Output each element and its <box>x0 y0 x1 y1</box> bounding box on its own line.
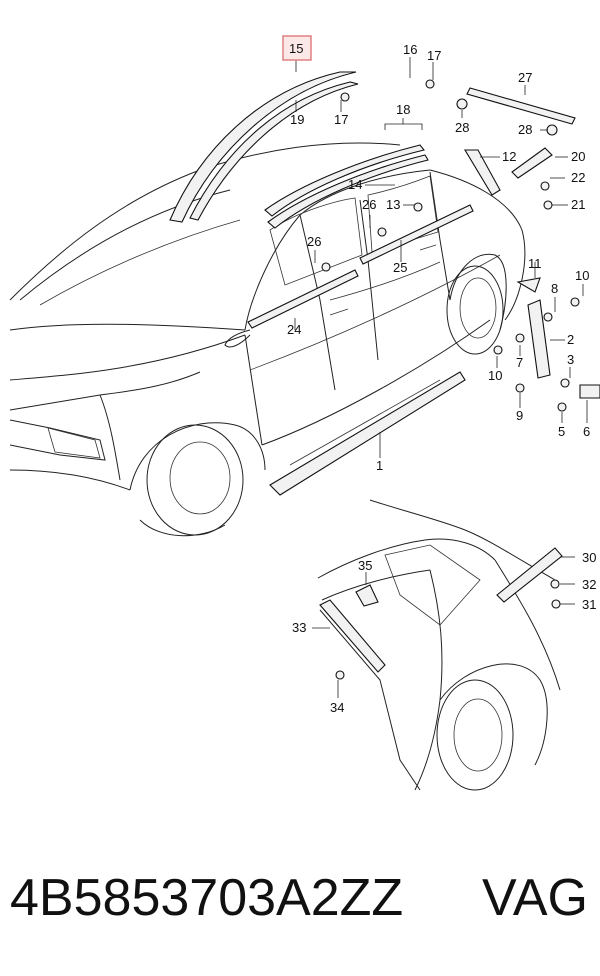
callout-21: 21 <box>571 197 585 212</box>
callout-27: 27 <box>518 70 532 85</box>
car-body-front <box>9 142 526 537</box>
callout-24: 24 <box>287 322 301 337</box>
callout-17-mid: 17 <box>334 112 348 127</box>
callout-22: 22 <box>571 170 585 185</box>
callout-11: 11 <box>528 256 542 271</box>
callout-20: 20 <box>571 149 585 164</box>
b-pillar-trim-2 <box>516 277 551 379</box>
callout-13: 13 <box>386 197 400 212</box>
callout-2: 2 <box>567 332 574 347</box>
roof-trim-15 <box>169 71 359 223</box>
callout-7: 7 <box>516 355 523 370</box>
callout-34: 34 <box>330 700 344 715</box>
trim-12 <box>464 149 501 196</box>
fasteners-upper <box>321 79 580 412</box>
callout-1: 1 <box>376 458 383 473</box>
callout-12: 12 <box>502 149 516 164</box>
callout-32: 32 <box>582 577 596 592</box>
sill-trim-1 <box>269 371 466 496</box>
callout-10-right: 10 <box>575 268 589 283</box>
highlight-box-15 <box>282 35 312 61</box>
callout-18: 18 <box>396 102 410 117</box>
callout-9: 9 <box>516 408 523 423</box>
callout-17-top: 17 <box>427 48 441 63</box>
roof-trim-18 <box>264 144 429 229</box>
callout-5: 5 <box>558 424 565 439</box>
callout-14: 14 <box>348 177 362 192</box>
callout-8: 8 <box>551 281 558 296</box>
callout-10-left: 10 <box>488 368 502 383</box>
trim-35 <box>355 584 379 607</box>
callout-16: 16 <box>403 42 417 57</box>
callout-6: 6 <box>583 424 590 439</box>
trim-30 <box>496 547 563 603</box>
callout-33: 33 <box>292 620 306 635</box>
callout-19: 19 <box>290 112 304 127</box>
leader-lines <box>294 57 588 698</box>
rail-27 <box>466 87 576 125</box>
trim-33 <box>319 599 386 673</box>
callout-labels: 15 16 17 19 17 27 18 28 28 12 20 22 21 1… <box>287 41 596 715</box>
callout-28-right: 28 <box>518 122 532 137</box>
fasteners-lower <box>335 579 561 680</box>
callout-35: 35 <box>358 558 372 573</box>
car-body-rear <box>317 499 561 791</box>
part-number: 4B5853703A2ZZ <box>10 869 404 927</box>
callout-28-left: 28 <box>455 120 469 135</box>
callout-26-mid: 26 <box>362 197 376 212</box>
callout-26-left: 26 <box>307 234 321 249</box>
callout-3: 3 <box>567 352 574 367</box>
brand-label: VAG <box>482 869 588 927</box>
callout-30: 30 <box>582 550 596 565</box>
moulding-24 <box>247 269 359 329</box>
callout-25: 25 <box>393 260 407 275</box>
trim-20 <box>511 147 553 179</box>
moulding-25 <box>359 204 474 265</box>
parts-diagram: 15 16 17 19 17 27 18 28 28 12 20 22 21 1… <box>9 35 600 791</box>
callout-31: 31 <box>582 597 596 612</box>
callout-15: 15 <box>289 41 303 56</box>
bracket-6 <box>579 384 600 399</box>
